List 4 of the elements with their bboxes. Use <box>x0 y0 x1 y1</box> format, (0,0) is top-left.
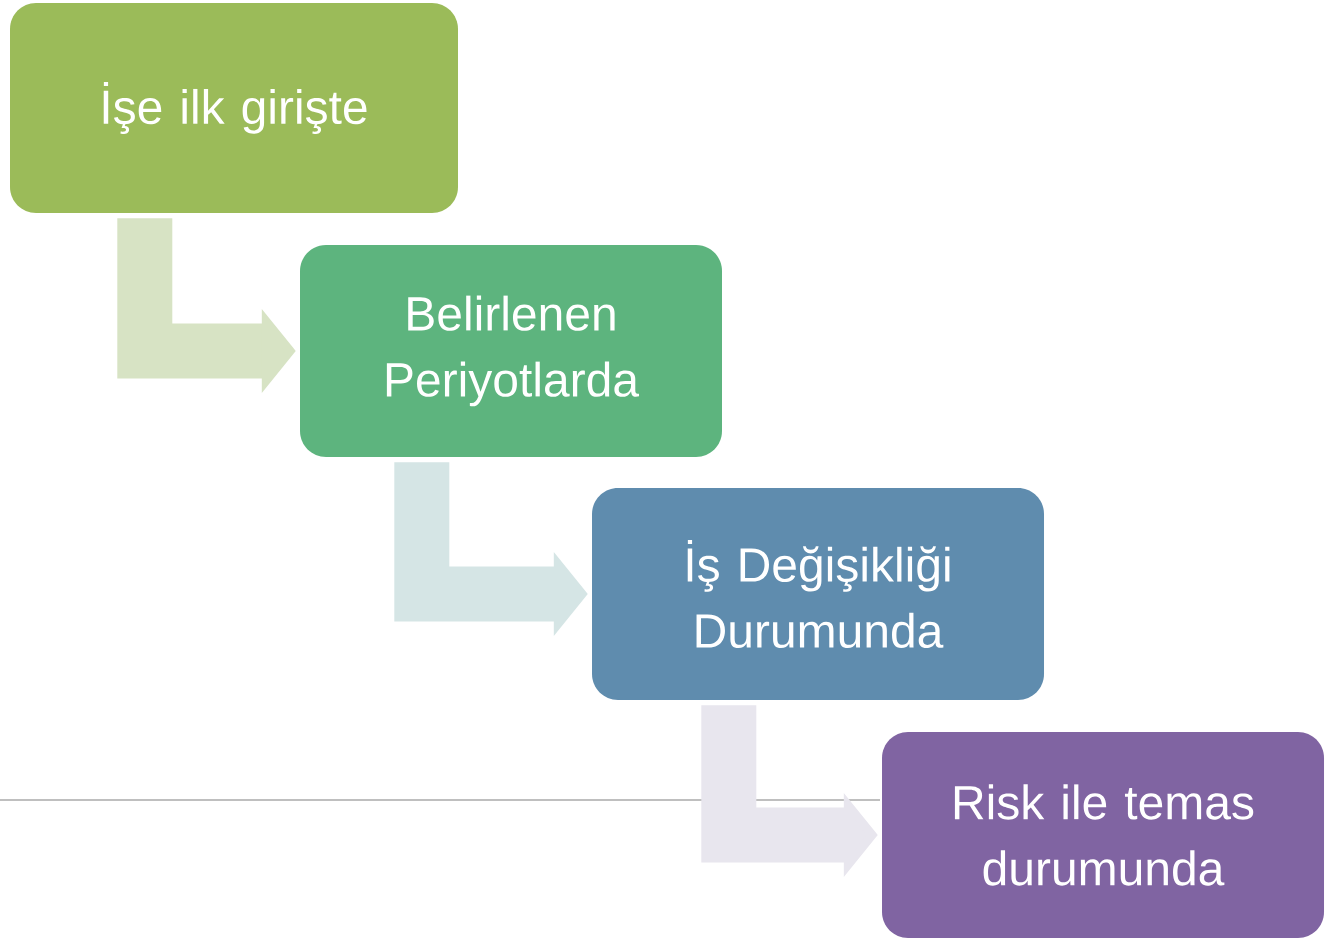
process-box: Belirlenen Periyotlarda <box>300 245 722 457</box>
process-box: İş Değişikliği Durumunda <box>592 488 1044 700</box>
process-box: Risk ile temas durumunda <box>882 732 1324 938</box>
process-box: İşe ilk girişte <box>10 3 458 213</box>
